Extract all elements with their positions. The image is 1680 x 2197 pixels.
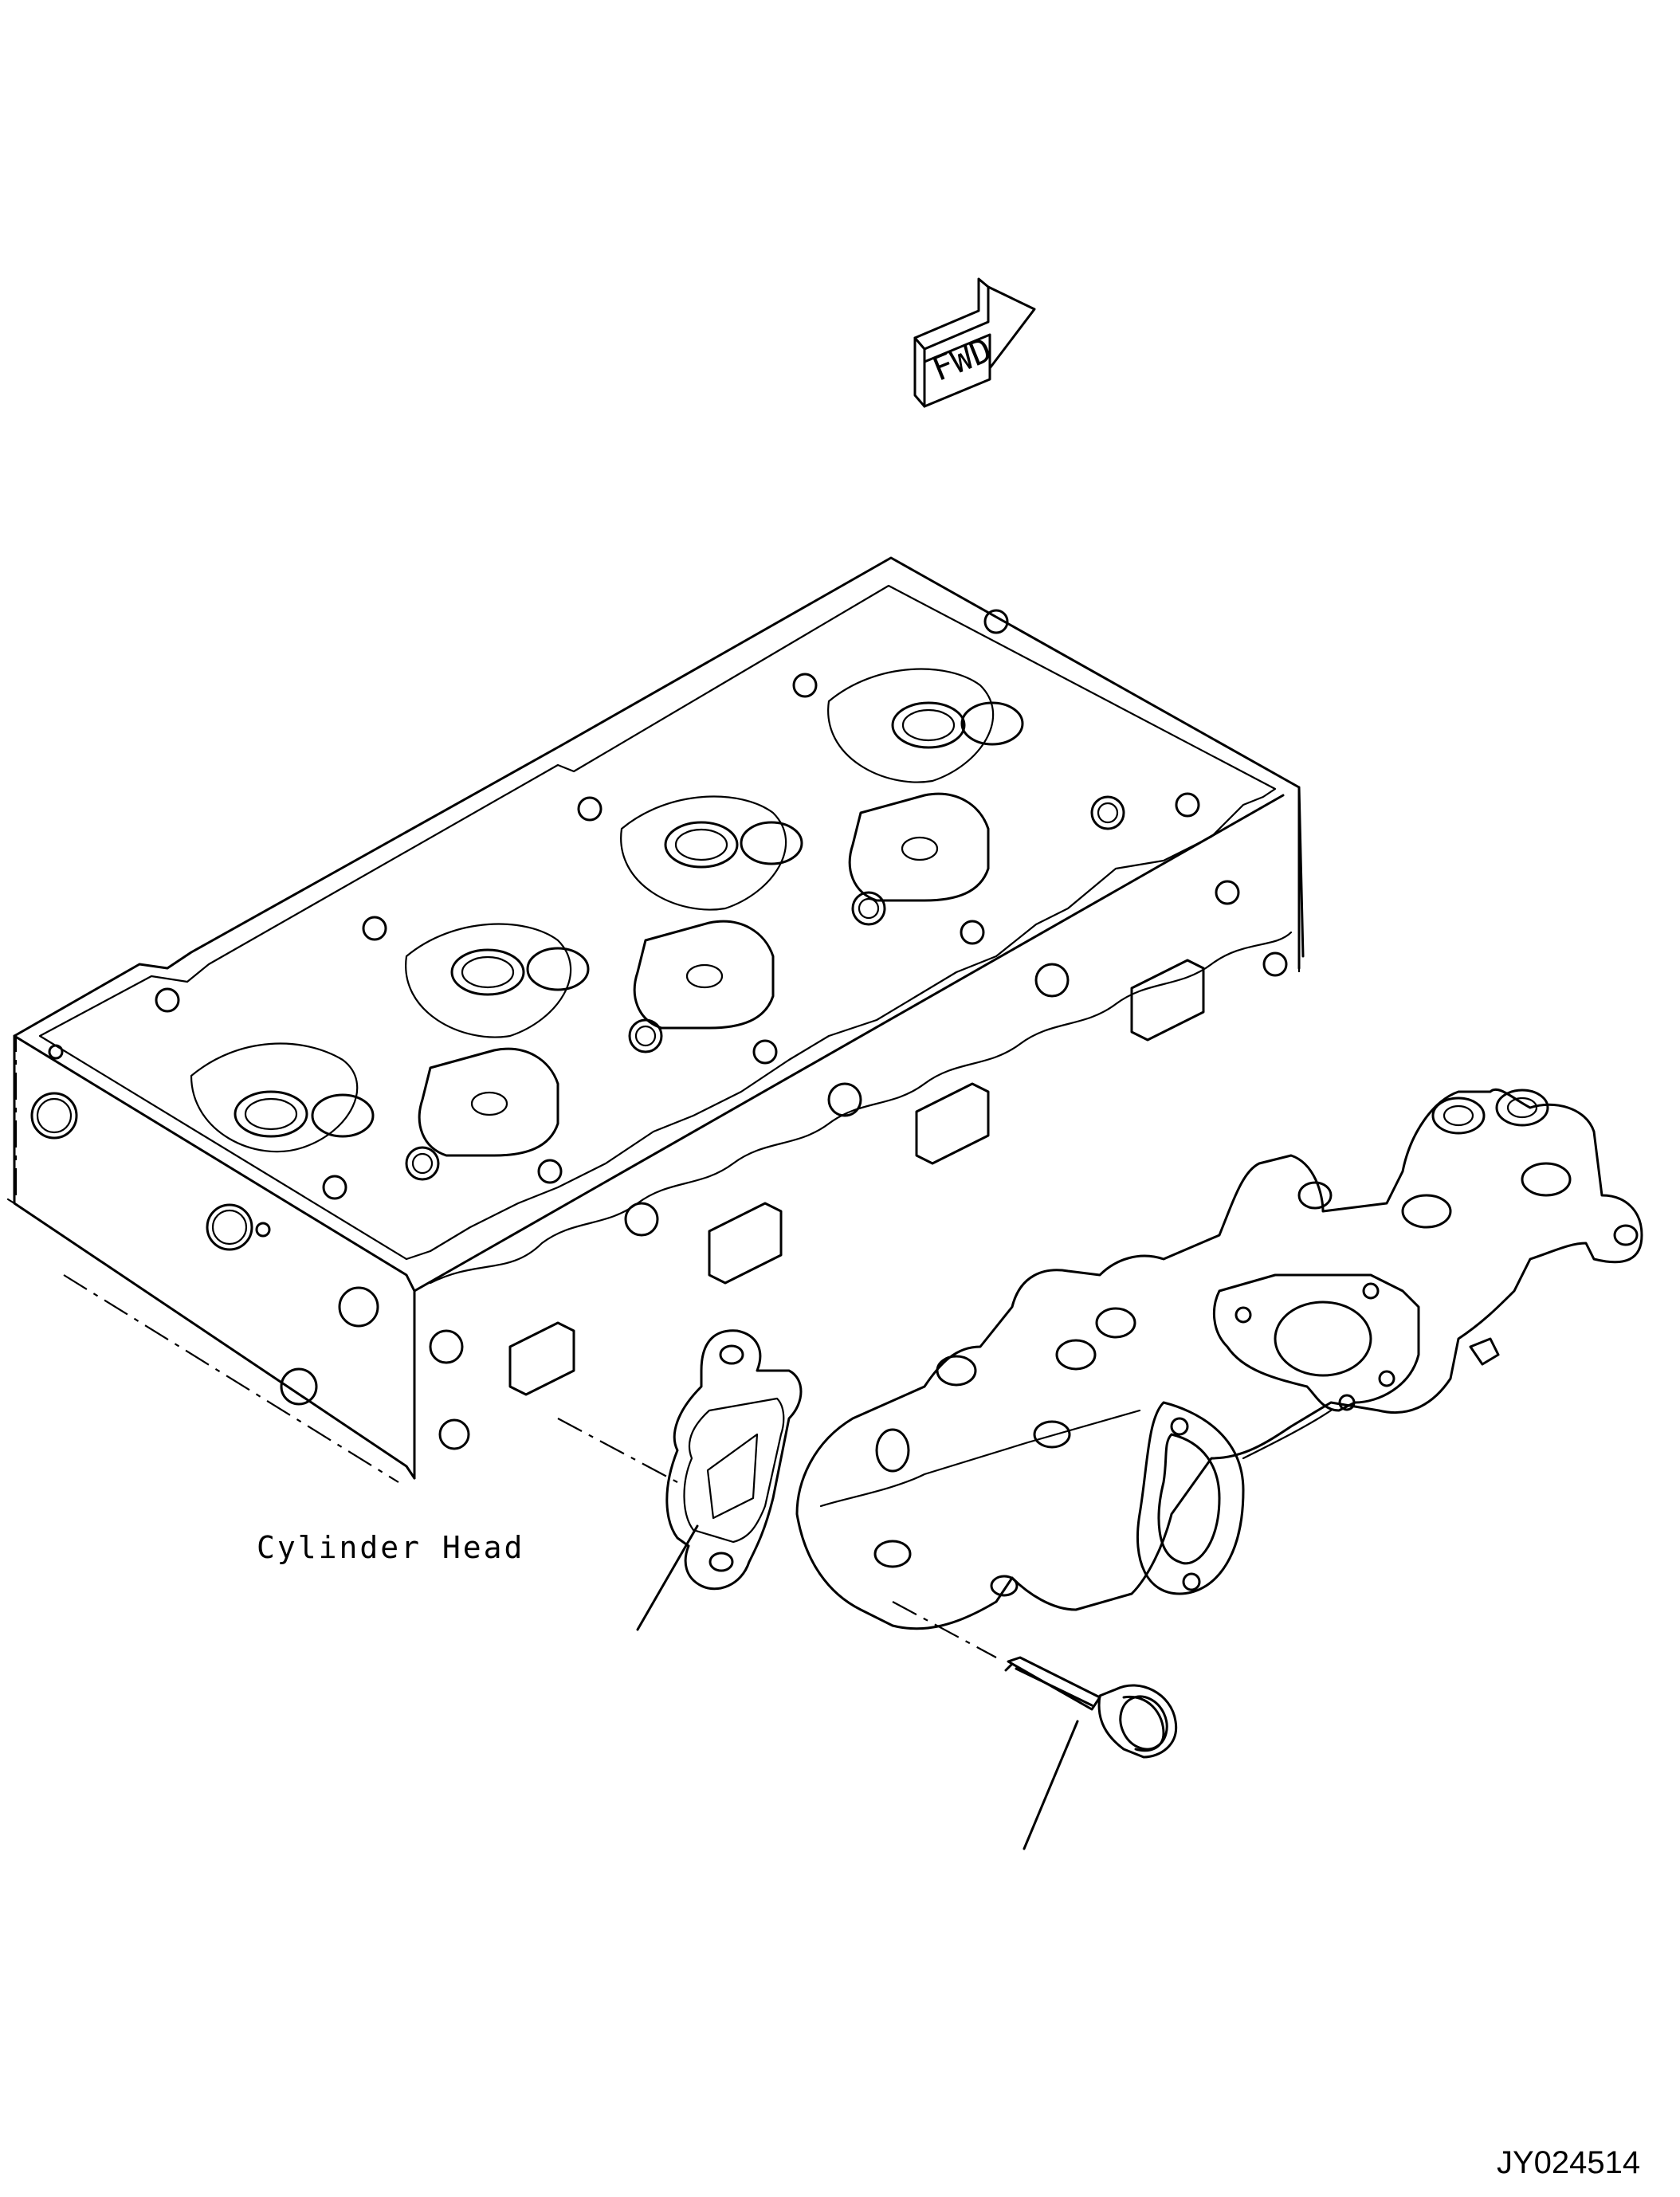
- assembly-centerline-4: [557, 1418, 678, 1483]
- cylinder-head-label: Cylinder Head: [257, 1530, 525, 1565]
- cylinder-head: [6, 556, 1305, 1480]
- injector-plates: [418, 792, 990, 1157]
- exhaust-gasket: [665, 1329, 803, 1591]
- valve-seats: [234, 701, 1024, 1138]
- assembly-centerline-5: [892, 1601, 997, 1658]
- head-bolt-holes: [155, 609, 1200, 1200]
- exhaust-manifold: [795, 1088, 1643, 1630]
- leader-line-gasket: [636, 1524, 699, 1631]
- flange-bolt: [1004, 1656, 1178, 1759]
- leader-line-bolt: [1023, 1720, 1079, 1850]
- side-face-ports: [429, 880, 1293, 1450]
- fwd-arrow-icon: FWD: [913, 277, 1036, 408]
- drawing-id: JY024514: [1497, 2145, 1641, 2180]
- front-face-ports: [30, 1044, 379, 1406]
- assembly-centerline-2: [63, 1274, 399, 1483]
